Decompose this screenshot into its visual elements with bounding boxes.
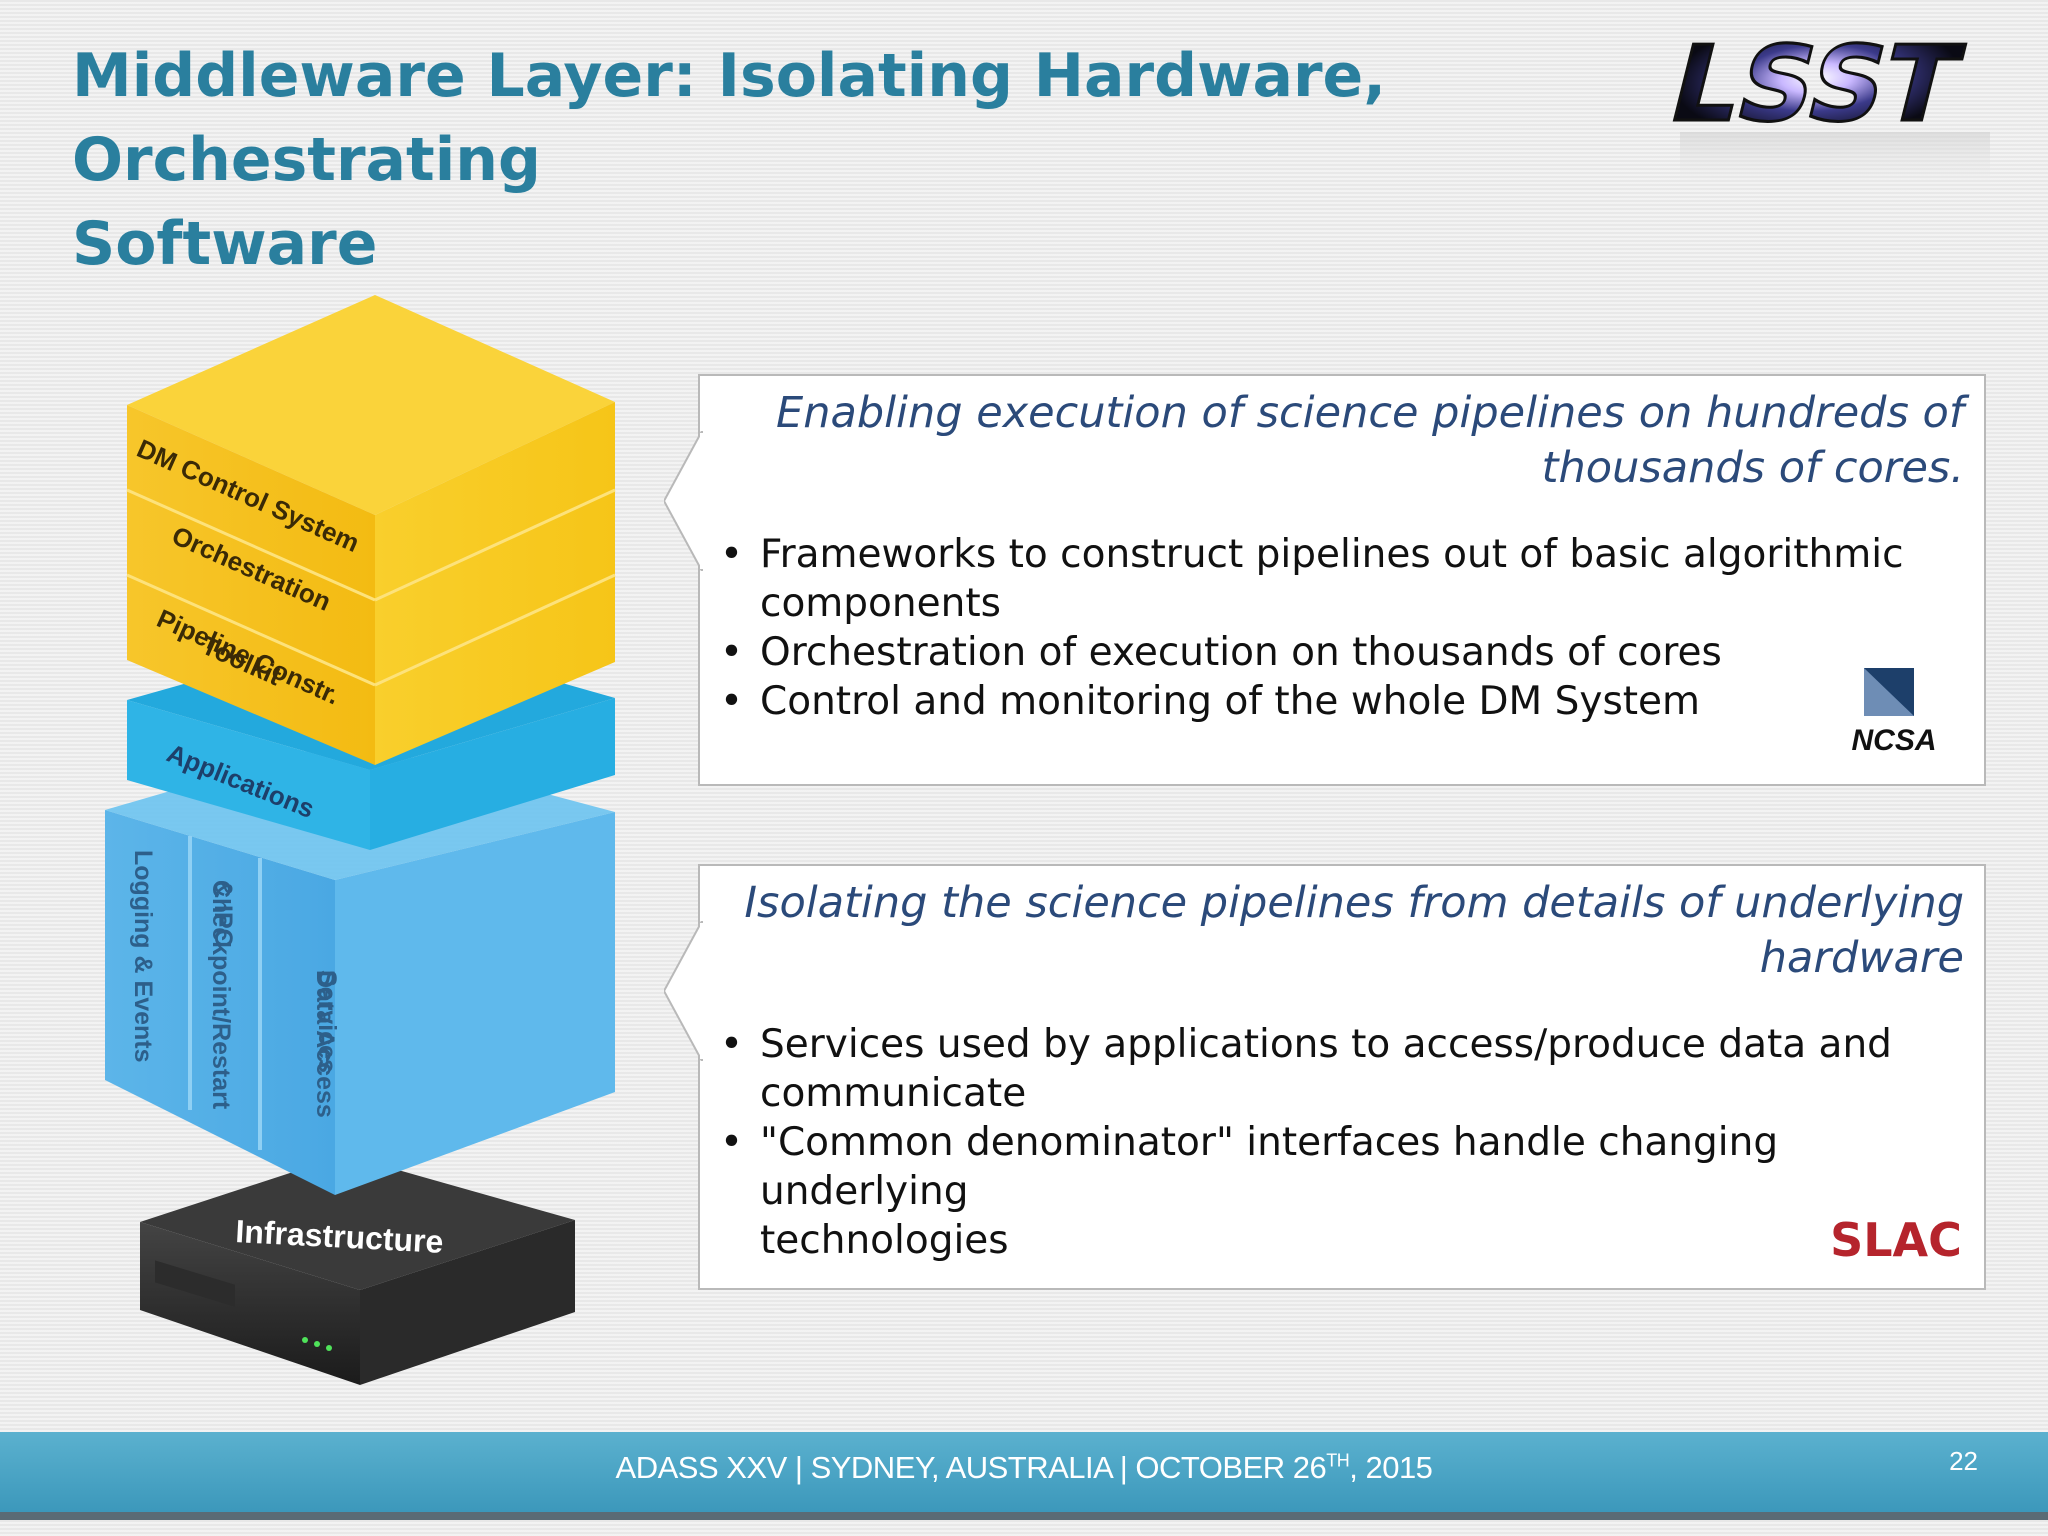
ncsa-logo-text: NCSA [1851,724,1936,756]
heading-line-2: hardware [1759,933,1964,983]
callout-heading: Isolating the science pipelines from det… [700,866,1984,986]
heading-line-1: Isolating the science pipelines from det… [744,878,1964,928]
list-item-text: Orchestration of execution on thousands … [760,630,1722,675]
lsst-logo: LSST [1657,28,1990,192]
bullet-list: • Frameworks to construct pipelines out o… [700,530,1984,726]
ncsa-logo: NCSA [1851,668,1937,756]
list-item: • Control and monitoring of the whole DM … [720,677,1944,726]
slac-logo: SLAC [1830,1213,1962,1266]
list-item-text: "Common denominator" interfaces handle c… [760,1120,1779,1214]
orchestration-callout-box: Enabling execution of science pipelines … [664,374,1986,786]
infrastructure-block: Infrastructure [140,1155,575,1385]
yellow-cube: DM Control System Orchestration Pipeline… [126,295,616,765]
hardware-isolation-callout-box: Isolating the science pipelines from det… [664,864,1986,1290]
footer-end-text: , 2015 [1349,1450,1433,1485]
bullet-icon: • [720,679,744,724]
heading-line-2: thousands of cores. [1541,443,1964,493]
list-item: • "Common denominator" interfaces handle … [720,1118,1944,1265]
data-access-label: Data Access [311,970,339,1118]
list-item: • Frameworks to construct pipelines out o… [720,530,1944,628]
bullet-icon: • [720,630,744,675]
bullet-icon: • [720,532,744,577]
title-line-1: Middleware Layer: Isolating Hardware, Or… [72,41,1387,195]
footer-main-text: ADASS XXV | SYDNEY, AUSTRALIA | OCTOBER … [615,1450,1327,1485]
bullet-icon: • [720,1022,744,1067]
logging-events-label: Logging & Events [129,850,157,1063]
middleware-stack-diagram: Infrastructure Logging & Events Checkpoi… [105,295,616,1385]
list-item-text: Control and monitoring of the whole DM S… [760,679,1701,724]
list-item: • Orchestration of execution on thousands… [720,628,1944,677]
page-number: 22 [1949,1446,1978,1476]
list-item-text: Frameworks to construct pipelines out of… [760,532,1904,577]
title-line-2: Software [72,209,378,279]
slide-title: Middleware Layer: Isolating Hardware, Or… [72,34,1592,286]
checkpoint-ipc-label: & IPC [209,880,237,947]
callout-heading: Enabling execution of science pipelines … [700,376,1984,496]
footer-bar: ADASS XXV | SYDNEY, AUSTRALIA | OCTOBER … [0,1432,2048,1520]
footer-text: ADASS XXV | SYDNEY, AUSTRALIA | OCTOBER … [0,1450,2048,1486]
lsst-logo-text: LSST [1659,28,1972,145]
callout-notch [664,921,704,1061]
list-item-text-cont: technologies [760,1218,1009,1263]
slac-logo-text: SLAC [1830,1213,1962,1266]
list-item-text: Services used by applications to access/… [760,1022,1892,1067]
callout-notch [664,431,704,571]
bullet-list: • Services used by applications to access… [700,1020,1984,1265]
heading-line-1: Enabling execution of science pipelines … [776,388,1964,438]
data-access-services-label: Services [313,970,341,1073]
list-item-text-cont: communicate [760,1071,1027,1116]
list-item-text-cont: components [760,581,1001,626]
footer-superscript: TH [1326,1450,1350,1471]
checkpoint-restart-label: Checkpoint/Restart [207,880,235,1110]
bullet-icon: • [720,1120,744,1165]
list-item: • Services used by applications to access… [720,1020,1944,1118]
